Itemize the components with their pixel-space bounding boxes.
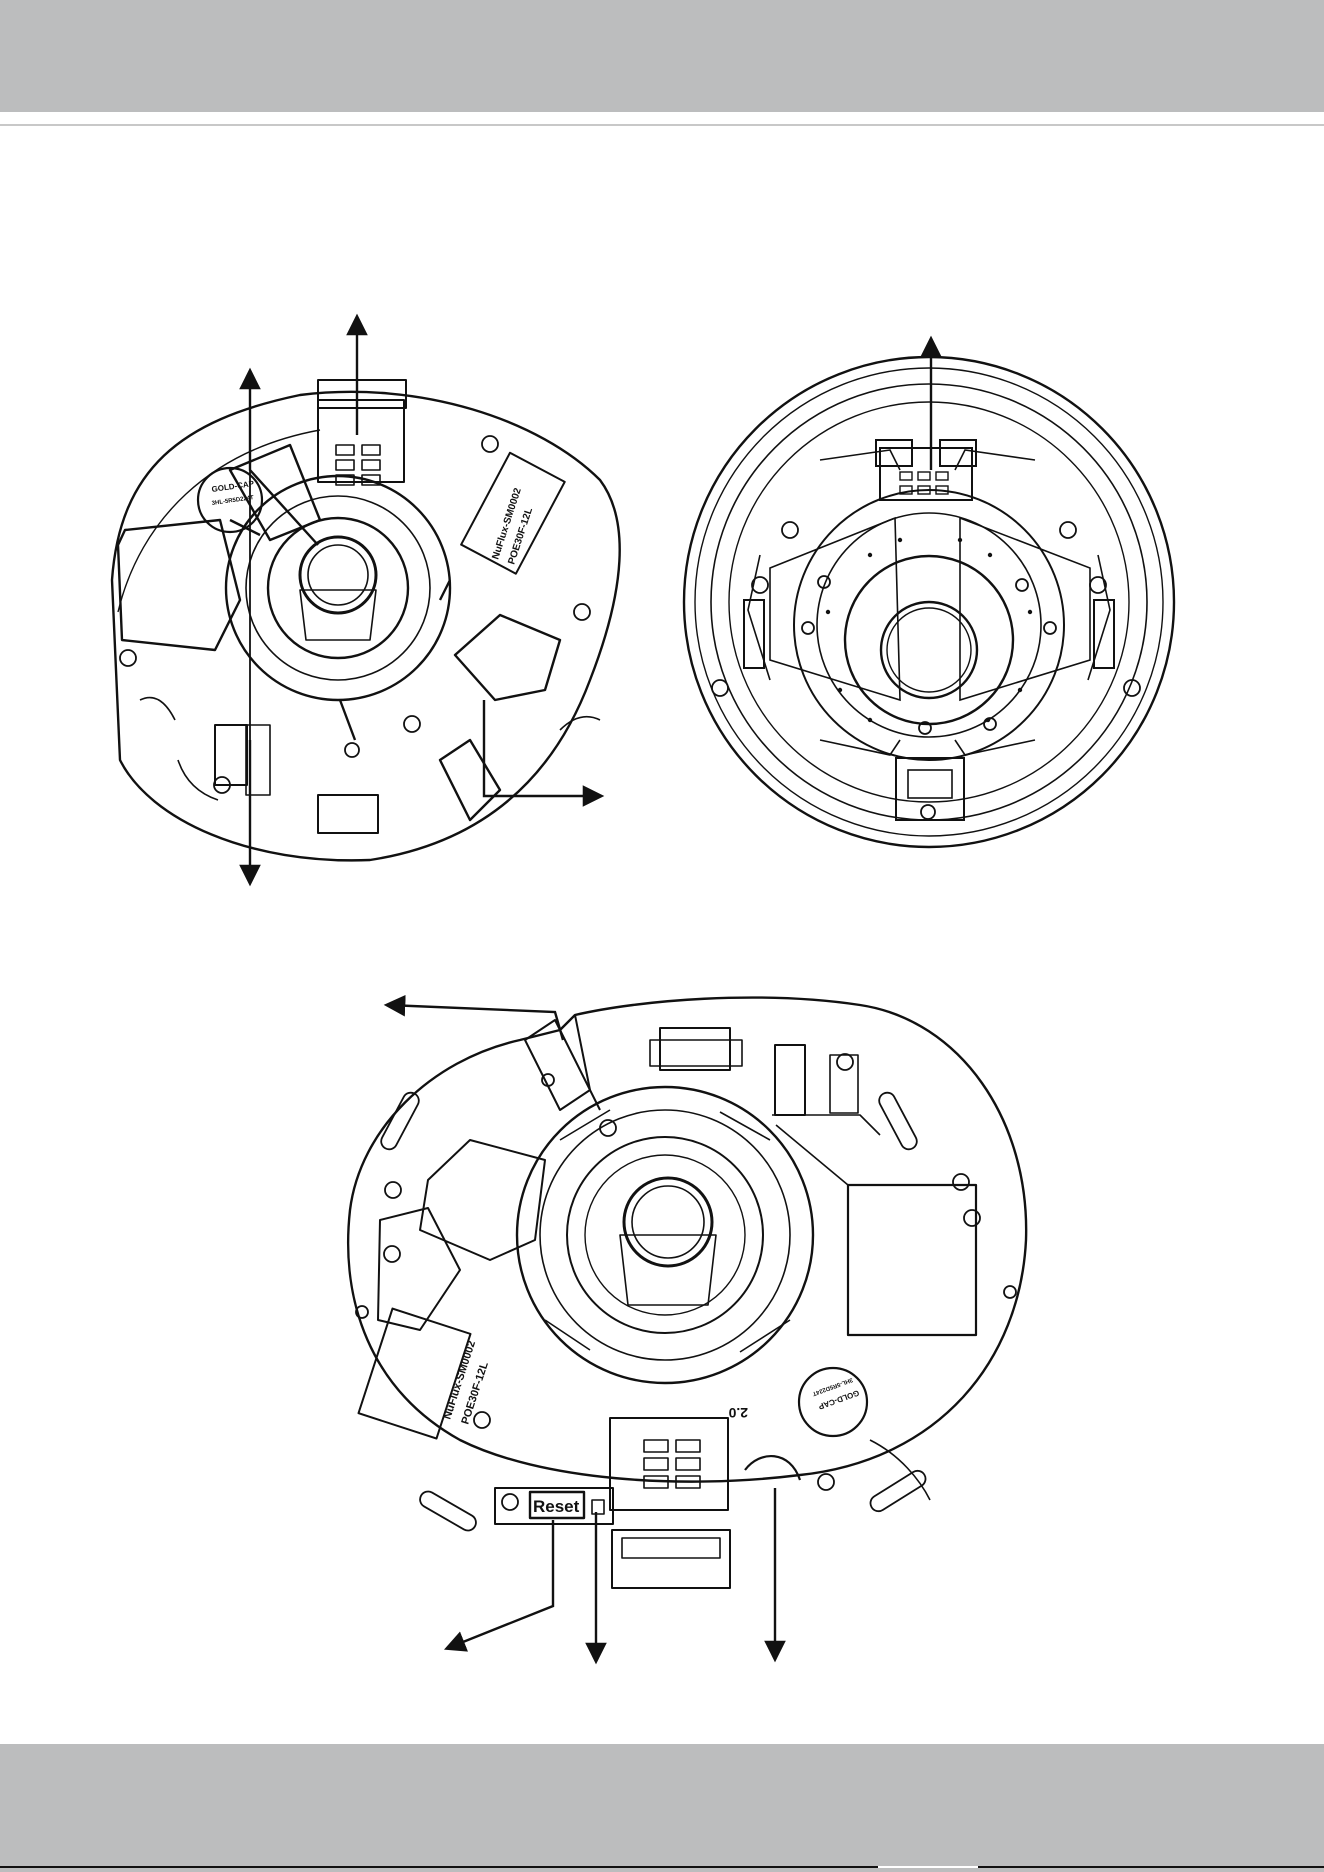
figure-top-left bbox=[112, 380, 620, 860]
arrow-reset bbox=[448, 1520, 553, 1648]
footer-rule bbox=[0, 1866, 1324, 1868]
figure-bottom-labels: Reset 2.0 GOLD-CAP 3HL-5R5D224T NuFlux-S… bbox=[441, 1339, 860, 1516]
figure-bottom-callouts bbox=[388, 1005, 775, 1660]
figure-top-left-callouts bbox=[250, 318, 600, 882]
footer-rule-gap bbox=[878, 1866, 978, 1868]
figure-top-right bbox=[684, 357, 1174, 847]
figure-bottom bbox=[348, 998, 1026, 1588]
arrow-right-block bbox=[484, 700, 600, 796]
version-mark: 2.0 bbox=[728, 1405, 748, 1421]
led-indicator bbox=[592, 1500, 604, 1514]
base-plate-outline bbox=[112, 392, 620, 861]
gold-cap-label: GOLD-CAP bbox=[211, 479, 255, 494]
gold-cap-code: 3HL-5R5D224T bbox=[211, 495, 254, 507]
reset-label: Reset bbox=[533, 1497, 580, 1516]
footer-band bbox=[0, 1744, 1324, 1872]
